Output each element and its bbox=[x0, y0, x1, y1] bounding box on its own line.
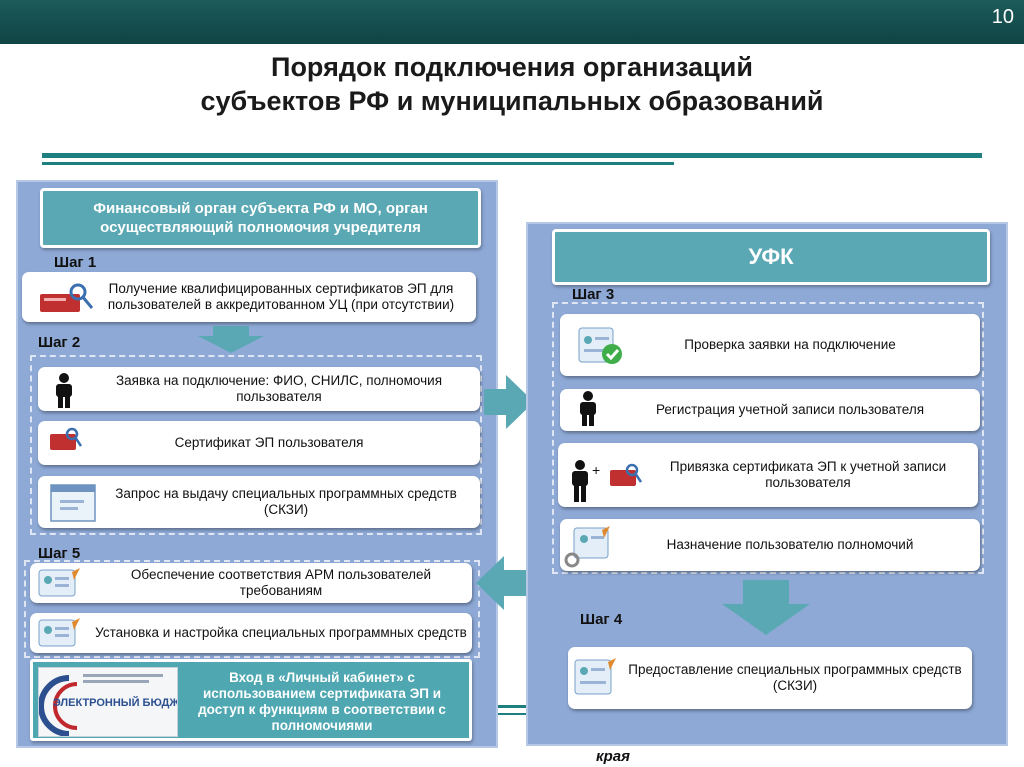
certificate-key-icon bbox=[50, 427, 82, 450]
step2-text-1: Заявка на подключение: ФИО, СНИЛС, полно… bbox=[115, 373, 443, 404]
step5-group bbox=[24, 560, 480, 658]
step4-card: Предоставление специальных программных с… bbox=[568, 647, 972, 709]
page-title: Порядок подключения организаций субъекто… bbox=[0, 50, 1024, 118]
arrow-right bbox=[484, 375, 534, 429]
top-bar bbox=[0, 0, 1024, 44]
electronic-budget-logo: ЭЛЕКТРОННЫЙ БЮДЖЕТ bbox=[38, 667, 178, 737]
step2-label: Шаг 2 bbox=[38, 334, 81, 351]
step5-card-2: Установка и настройка специальных програ… bbox=[30, 613, 472, 653]
step4-label: Шаг 4 bbox=[580, 611, 623, 628]
id-card-icon bbox=[38, 568, 80, 597]
logo-arc-icon bbox=[39, 674, 163, 736]
step1-label: Шаг 1 bbox=[54, 254, 97, 271]
step1-card: Получение квалифицированных сертификатов… bbox=[22, 272, 476, 322]
step3-label: Шаг 3 bbox=[572, 286, 615, 303]
step5-text-1: Обеспечение соответствия АРМ пользовател… bbox=[130, 567, 432, 598]
title-line-2: субъектов РФ и муниципальных образований bbox=[200, 86, 824, 116]
user-settings-icon bbox=[564, 526, 610, 568]
slide-number: 10 bbox=[991, 6, 1014, 28]
arrow-down-2 bbox=[722, 580, 810, 635]
id-card-icon bbox=[38, 618, 80, 647]
checked-document-icon bbox=[578, 327, 622, 364]
step3-card-3: Привязка сертификата ЭП к учетной записи… bbox=[558, 443, 978, 507]
arrow-left bbox=[476, 556, 526, 610]
logo-caption: ЭЛЕКТРОННЫЙ БЮДЖЕТ bbox=[53, 697, 177, 709]
title-rule-top bbox=[42, 153, 982, 158]
certificate-key-icon bbox=[610, 463, 642, 486]
person-icon bbox=[56, 373, 72, 408]
step5-text-2: Установка и настройка специальных програ… bbox=[95, 625, 467, 640]
step5-label: Шаг 5 bbox=[38, 545, 81, 562]
step3-card-2: Регистрация учетной записи пользователя bbox=[560, 389, 980, 431]
budget-login-text: Вход в «Личный кабинет» с использованием… bbox=[198, 670, 446, 733]
step2-card-1: Заявка на подключение: ФИО, СНИЛС, полно… bbox=[38, 367, 480, 411]
step1-text: Получение квалифицированных сертификатов… bbox=[107, 281, 455, 312]
step5-card-1: Обеспечение соответствия АРМ пользовател… bbox=[30, 563, 472, 603]
step3-text-4: Назначение пользователю полномочий bbox=[666, 537, 914, 552]
step2-card-3: Запрос на выдачу специальных программных… bbox=[38, 476, 480, 528]
step2-text-3: Запрос на выдачу специальных программных… bbox=[115, 486, 457, 517]
step3-group bbox=[552, 302, 984, 574]
footer-fragment: края bbox=[596, 748, 630, 765]
right-header: УФК bbox=[552, 229, 990, 285]
title-rule-bottom bbox=[42, 162, 674, 165]
person-icon bbox=[572, 460, 588, 502]
left-header: Финансовый орган субъекта РФ и МО, орган… bbox=[40, 188, 481, 248]
software-window-icon bbox=[50, 484, 96, 522]
bottom-rule-2 bbox=[498, 713, 526, 715]
title-line-1: Порядок подключения организаций bbox=[271, 52, 753, 82]
step3-text-1: Проверка заявки на подключение bbox=[684, 337, 896, 352]
certificate-key-icon bbox=[40, 283, 94, 312]
step4-text: Предоставление специальных программных с… bbox=[628, 662, 962, 693]
step3-text-2: Регистрация учетной записи пользователя bbox=[655, 402, 925, 417]
step3-card-1: Проверка заявки на подключение bbox=[560, 314, 980, 376]
step2-group bbox=[30, 355, 482, 535]
step2-card-2: Сертификат ЭП пользователя bbox=[38, 421, 480, 465]
id-card-icon bbox=[574, 658, 616, 695]
bottom-rule-1 bbox=[498, 705, 526, 708]
plus-icon: + bbox=[592, 462, 601, 478]
step3-text-3: Привязка сертификата ЭП к учетной записи… bbox=[669, 459, 947, 490]
step2-text-2: Сертификат ЭП пользователя bbox=[174, 435, 364, 450]
person-icon bbox=[580, 391, 596, 426]
arrow-down-1 bbox=[198, 326, 264, 353]
step3-card-4: Назначение пользователю полномочий bbox=[560, 519, 980, 571]
